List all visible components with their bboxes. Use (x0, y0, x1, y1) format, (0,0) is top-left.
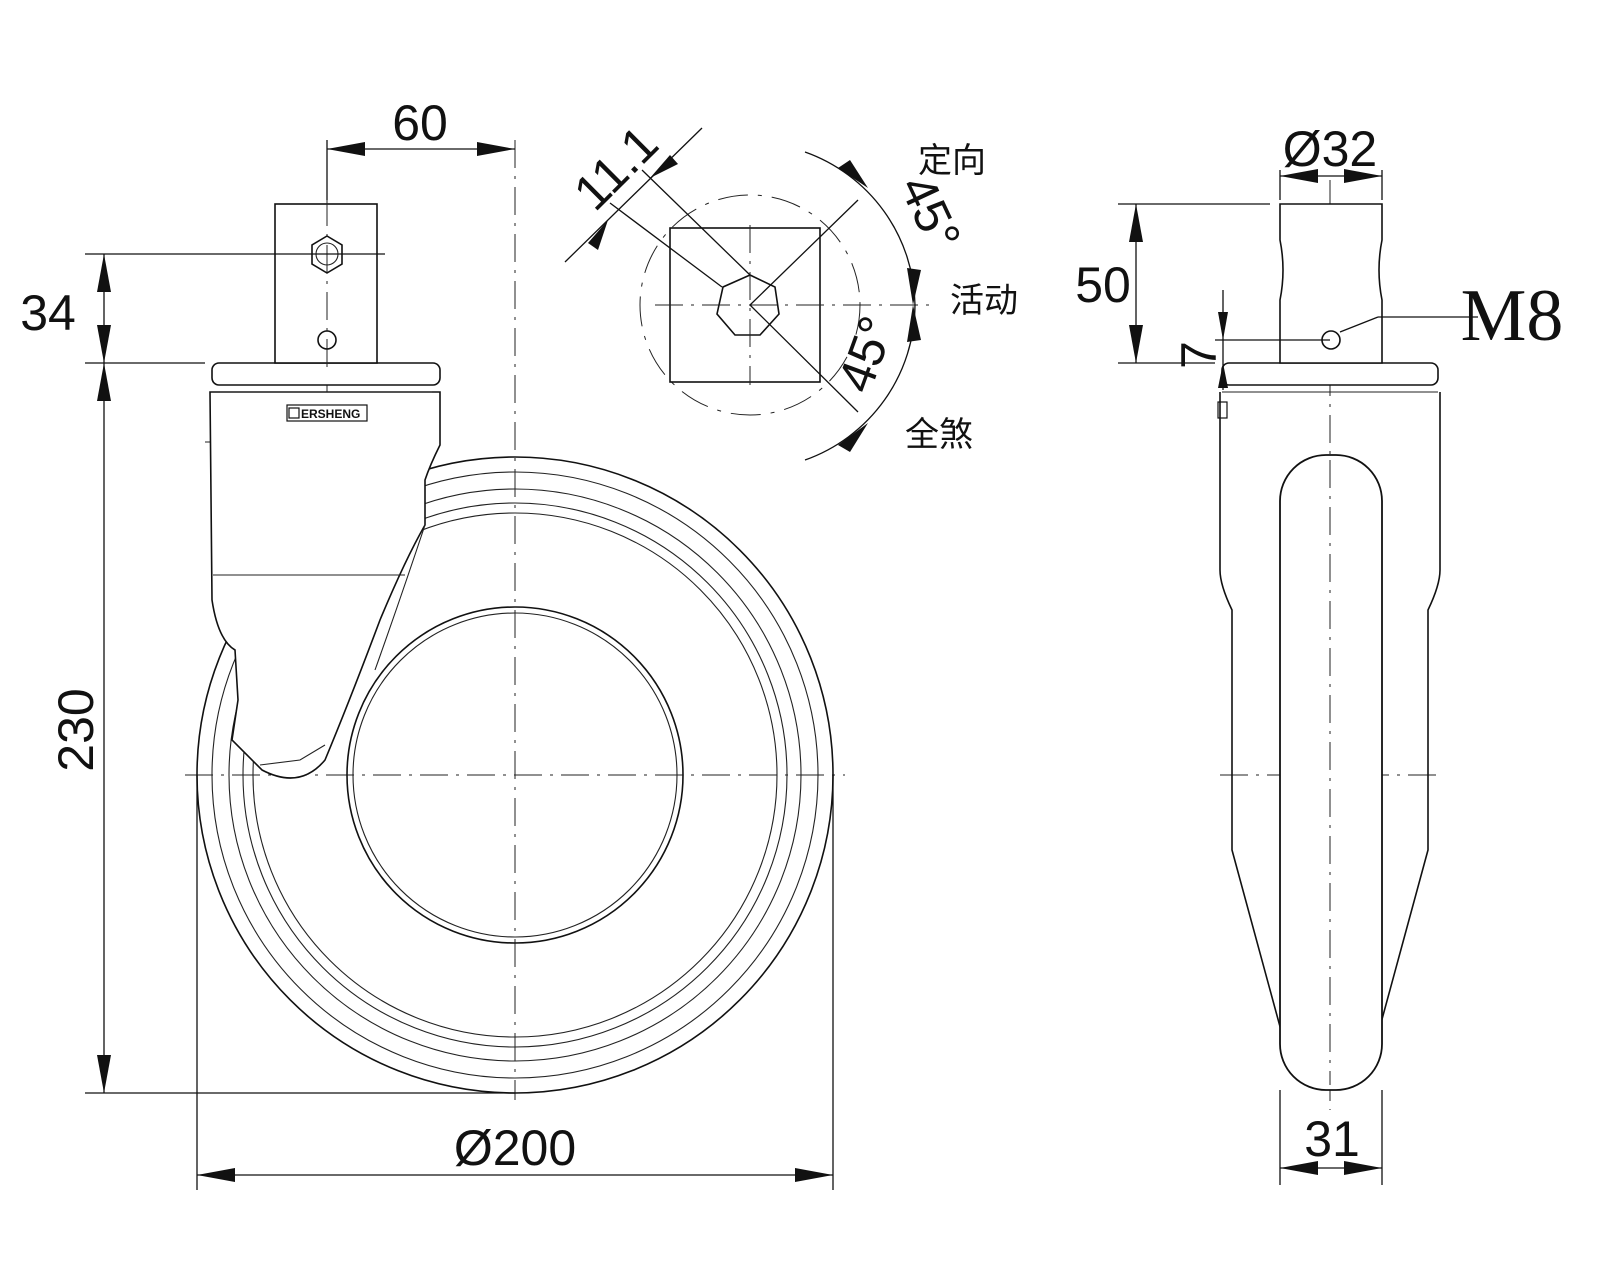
dim-34-arrow-top (97, 254, 111, 292)
side-fork-right (1374, 392, 1441, 1046)
fork-body (209, 391, 441, 779)
dim-60-arrow-right (477, 142, 515, 156)
pin-hole (317, 330, 337, 350)
fork-foot-detail (259, 744, 326, 766)
dim-60-arrow-left (327, 142, 365, 156)
dim-wheel-diameter-label: Ø200 (454, 1120, 576, 1176)
angle-arc-upper (804, 151, 916, 306)
dim-stem-diameter-label: Ø32 (1283, 121, 1378, 177)
dim-11-arrow-b (650, 155, 678, 178)
hub-inner-circle (352, 612, 678, 938)
position-brake-label: 全煞 (905, 415, 973, 455)
top-plate (211, 362, 441, 386)
dim-11-ext-b (641, 169, 751, 276)
dim-hole-offset-label: 7 (1171, 341, 1227, 369)
side-view: Ø32 50 7 M8 31 (1075, 121, 1563, 1185)
side-detail-bolt (1217, 401, 1228, 419)
dim-11-arrow-a (588, 220, 608, 250)
side-stem (1279, 203, 1383, 364)
dim-200-arrow-left (197, 1168, 235, 1182)
dim-7-arrow-bottom (1218, 363, 1228, 388)
position-directional-label: 定向 (918, 141, 986, 181)
top-hex-hole (716, 274, 780, 336)
fork-inner-edge (374, 524, 426, 671)
dim-hex-size-label: 11.1 (563, 115, 669, 221)
thread-label: M8 (1461, 275, 1564, 357)
rim-ring-inner (252, 512, 778, 1038)
m8-leader-diag (1339, 316, 1379, 333)
position-swivel-label: 活动 (950, 281, 1018, 321)
dim-230-arrow-bottom (97, 1055, 111, 1093)
side-wheel (1279, 454, 1383, 1091)
dim-offset-label: 60 (392, 95, 448, 151)
dim-11-ext-a (609, 202, 723, 288)
angle-ray-lower (749, 304, 859, 413)
dim-7-arrow-top (1218, 312, 1228, 340)
dim-31-arrow-right (1344, 1161, 1382, 1175)
dim-32-arrow-right (1344, 169, 1382, 183)
angle-arrow-3 (907, 305, 921, 342)
side-fork-left (1219, 392, 1286, 1046)
dim-wheel-width-label: 31 (1304, 1111, 1360, 1167)
tire-ring-3 (228, 488, 802, 1062)
angle-arrow-1 (838, 160, 868, 188)
side-top-plate (1221, 362, 1439, 386)
hub-circle (346, 606, 684, 944)
dim-overall-height-label: 230 (48, 688, 104, 771)
brand-logo-mark (288, 407, 300, 419)
dim-34-arrow-bottom (97, 325, 111, 363)
stem (274, 203, 378, 364)
dim-230-arrow-top (97, 363, 111, 401)
tire-ring-2 (211, 471, 819, 1079)
dim-11-line (564, 127, 703, 263)
hex-hole (311, 235, 343, 274)
dim-32-arrow-left (1280, 169, 1318, 183)
dim-stem-hole-label: 34 (20, 285, 76, 341)
top-detail-view: 11.1 45° 45° 定向 活动 全煞 (563, 115, 1018, 461)
angle-arrow-2 (907, 268, 921, 305)
dim-50-arrow-bottom (1129, 325, 1143, 363)
dim-50-arrow-top (1129, 204, 1143, 242)
dim-200-arrow-right (795, 1168, 833, 1182)
rim-ring (242, 502, 788, 1048)
brand-logo-text: ERSHENG (301, 407, 360, 421)
front-view: ERSHENG 60 34 230 Ø200 (20, 95, 845, 1190)
angle-arrow-4 (838, 423, 868, 452)
angle-ray-upper (749, 199, 859, 306)
brand-logo-badge (286, 404, 368, 422)
dim-stem-height-label: 50 (1075, 257, 1131, 313)
dim-31-arrow-left (1280, 1161, 1318, 1175)
